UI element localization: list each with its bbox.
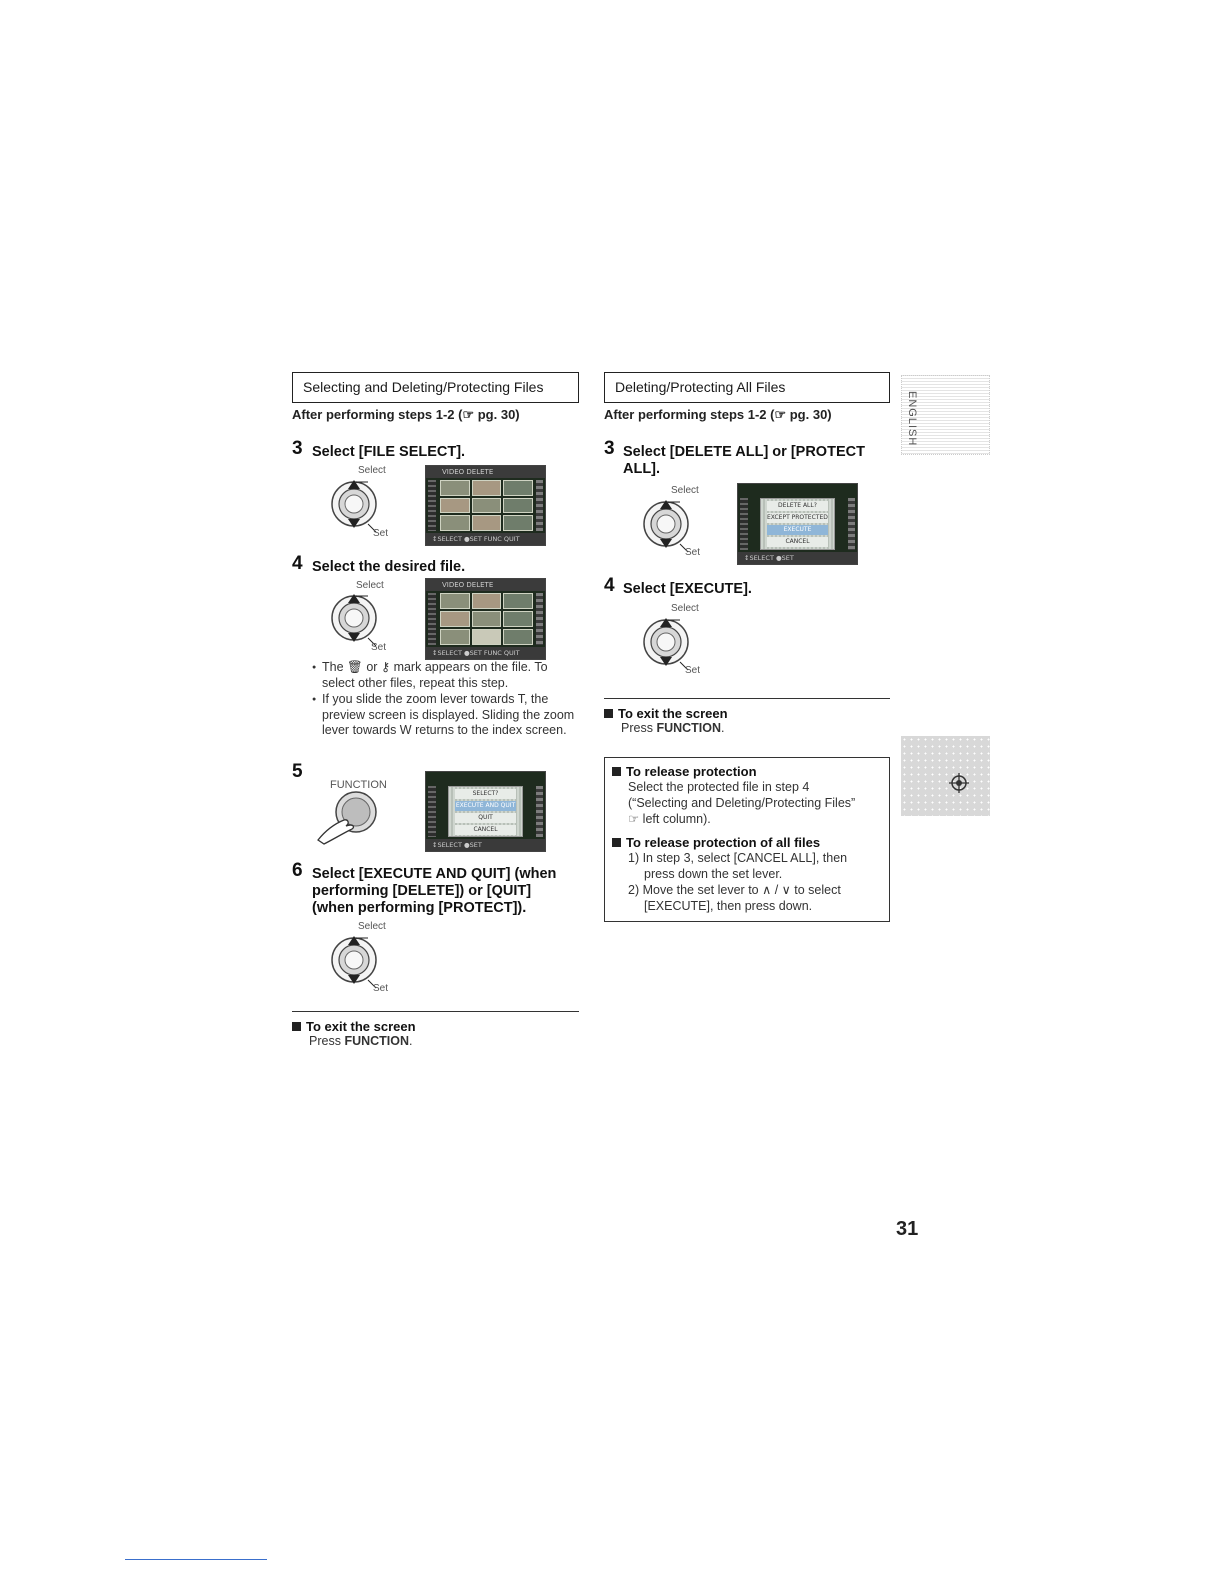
exit-text-prefix: Press xyxy=(309,1034,345,1048)
dial-select-label: Select xyxy=(358,921,386,932)
exit-text-right: Press FUNCTION. xyxy=(621,721,725,737)
release-line1: Select the protected file in step 4 xyxy=(628,780,810,794)
set-lever-dial-icon xyxy=(331,480,377,533)
step6-text-line2: performing [DELETE]) or [QUIT] xyxy=(312,883,532,899)
menu-subtitle: EXCEPT PROTECTED FILE xyxy=(767,513,828,523)
release-line2: (“Selecting and Deleting/Protecting File… xyxy=(628,796,856,810)
lcd-screen-delete-all: DELETE ALL? EXCEPT PROTECTED FILE EXECUT… xyxy=(737,483,858,565)
step4-text-left: Select the desired file. xyxy=(312,559,466,575)
release-title: To release protection xyxy=(612,764,757,779)
section-title-left: Selecting and Deleting/Protecting Files xyxy=(292,372,579,403)
lcd-screen-select-menu: SELECT? EXECUTE AND QUIT QUIT CANCEL ↕SE… xyxy=(425,771,546,852)
menu-item-quit: QUIT xyxy=(455,813,516,823)
lcd-screen-file-select: VIDEO DELETE ↕SELECT ●SET FUNC QUIT xyxy=(425,465,546,546)
exit-text-left: Press FUNCTION. xyxy=(309,1034,413,1050)
lcd-hint: ↕SELECT ●SET xyxy=(426,839,545,851)
step3-text-right-line1: Select [DELETE ALL] or [PROTECT xyxy=(623,444,865,460)
bottom-link-underline xyxy=(125,1559,267,1560)
menu-item-execute: EXECUTE xyxy=(767,525,828,535)
release-line3: ☞ left column). xyxy=(628,812,711,826)
release-title-text: To release protection xyxy=(626,764,757,779)
dial-select-label: Select xyxy=(671,485,699,496)
set-lever-dial-icon xyxy=(643,500,689,553)
dial-set-label: Set xyxy=(685,665,701,676)
step3-text-right-line2: ALL]. xyxy=(623,461,661,477)
lcd-hint: ↕SELECT ●SET FUNC QUIT xyxy=(426,533,545,545)
exit-title-left-text: To exit the screen xyxy=(306,1019,416,1034)
step3-text-left: Select [FILE SELECT]. xyxy=(312,444,466,460)
dial-select-label: Select xyxy=(671,603,699,614)
language-tab-label: ENGLISH xyxy=(906,391,918,447)
square-bullet-icon xyxy=(292,1022,301,1031)
lcd-title: VIDEO DELETE xyxy=(426,579,545,591)
square-bullet-icon xyxy=(612,838,621,847)
release-all-title: To release protection of all files xyxy=(612,835,820,850)
exit-title-left: To exit the screen xyxy=(292,1019,416,1034)
dial-select-label: Select xyxy=(356,580,384,591)
exit-title-right: To exit the screen xyxy=(604,706,728,721)
page-number: 31 xyxy=(896,1218,919,1240)
menu-title: DELETE ALL? xyxy=(767,501,828,511)
lcd-title: VIDEO DELETE xyxy=(426,466,545,478)
section-title-left-text: Selecting and Deleting/Protecting Files xyxy=(303,379,544,395)
lcd-hint: ↕SELECT ●SET xyxy=(738,552,857,564)
dial-set-label: Set xyxy=(685,547,701,558)
step4-text-right: Select [EXECUTE]. xyxy=(623,581,752,597)
exit-title-right-text: To exit the screen xyxy=(618,706,728,721)
menu-title: SELECT? xyxy=(455,789,516,799)
crosshair-icon xyxy=(949,773,969,793)
lcd-hint: ↕SELECT ●SET FUNC QUIT xyxy=(426,647,545,659)
step6-number-left: 6 xyxy=(292,860,303,881)
release-protection-box xyxy=(604,757,890,922)
release-item2-b: [EXECUTE], then press down. xyxy=(644,899,813,913)
set-lever-dial-icon xyxy=(643,618,689,671)
exit-text-bold: FUNCTION xyxy=(656,721,722,735)
menu-item-cancel: CANCEL xyxy=(767,537,828,547)
bullet-mark-appears: The 🗑 or ⚷ mark appears on the file. To … xyxy=(312,660,576,691)
set-lever-dial-icon xyxy=(331,594,377,647)
dial-set-label: Set xyxy=(373,983,389,994)
index-tab xyxy=(901,736,990,816)
square-bullet-icon xyxy=(612,767,621,776)
lcd-screen-file-chosen: VIDEO DELETE ↕SELECT ●SET FUNC QUIT xyxy=(425,578,546,660)
release-all-title-text: To release protection of all files xyxy=(626,835,821,850)
step5-number-left: 5 xyxy=(292,761,303,782)
menu-item-cancel: CANCEL xyxy=(455,825,516,835)
step3-number-right: 3 xyxy=(604,438,615,459)
dial-select-label: Select xyxy=(358,465,386,476)
step3-number-left: 3 xyxy=(292,438,303,459)
release-item1-a: 1) In step 3, select [CANCEL ALL], then xyxy=(628,851,848,865)
divider-right xyxy=(604,698,890,699)
exit-text-suffix: . xyxy=(409,1034,413,1048)
menu-item-execute-quit: EXECUTE AND QUIT xyxy=(455,801,516,811)
dial-set-label: Set xyxy=(373,528,389,539)
step6-text-line3: (when performing [PROTECT]). xyxy=(312,900,527,916)
function-label: FUNCTION xyxy=(330,779,387,791)
after-steps-right: After performing steps 1-2 (☞ pg. 30) xyxy=(604,407,832,422)
section-title-right: Deleting/Protecting All Files xyxy=(604,372,890,403)
step4-number-left: 4 xyxy=(292,553,303,574)
dial-set-label: Set xyxy=(371,642,387,653)
language-tab xyxy=(901,375,990,455)
exit-text-suffix: . xyxy=(721,721,725,735)
divider-left xyxy=(292,1011,579,1012)
exit-text-prefix: Press xyxy=(621,721,657,735)
release-item2-a: 2) Move the set lever to ∧ / ∨ to select xyxy=(628,883,841,897)
square-bullet-icon xyxy=(604,709,613,718)
step6-text-line1: Select [EXECUTE AND QUIT] (when xyxy=(312,866,557,882)
function-button-icon xyxy=(317,791,377,845)
release-item1-b: press down the set lever. xyxy=(644,867,783,881)
after-steps-left: After performing steps 1-2 (☞ pg. 30) xyxy=(292,407,520,422)
step4-number-right: 4 xyxy=(604,575,615,596)
exit-text-bold: FUNCTION xyxy=(344,1034,410,1048)
set-lever-dial-icon xyxy=(331,936,377,989)
bullet-zoom-lever: If you slide the zoom lever towards T, t… xyxy=(312,692,576,739)
section-title-right-text: Deleting/Protecting All Files xyxy=(615,379,786,395)
